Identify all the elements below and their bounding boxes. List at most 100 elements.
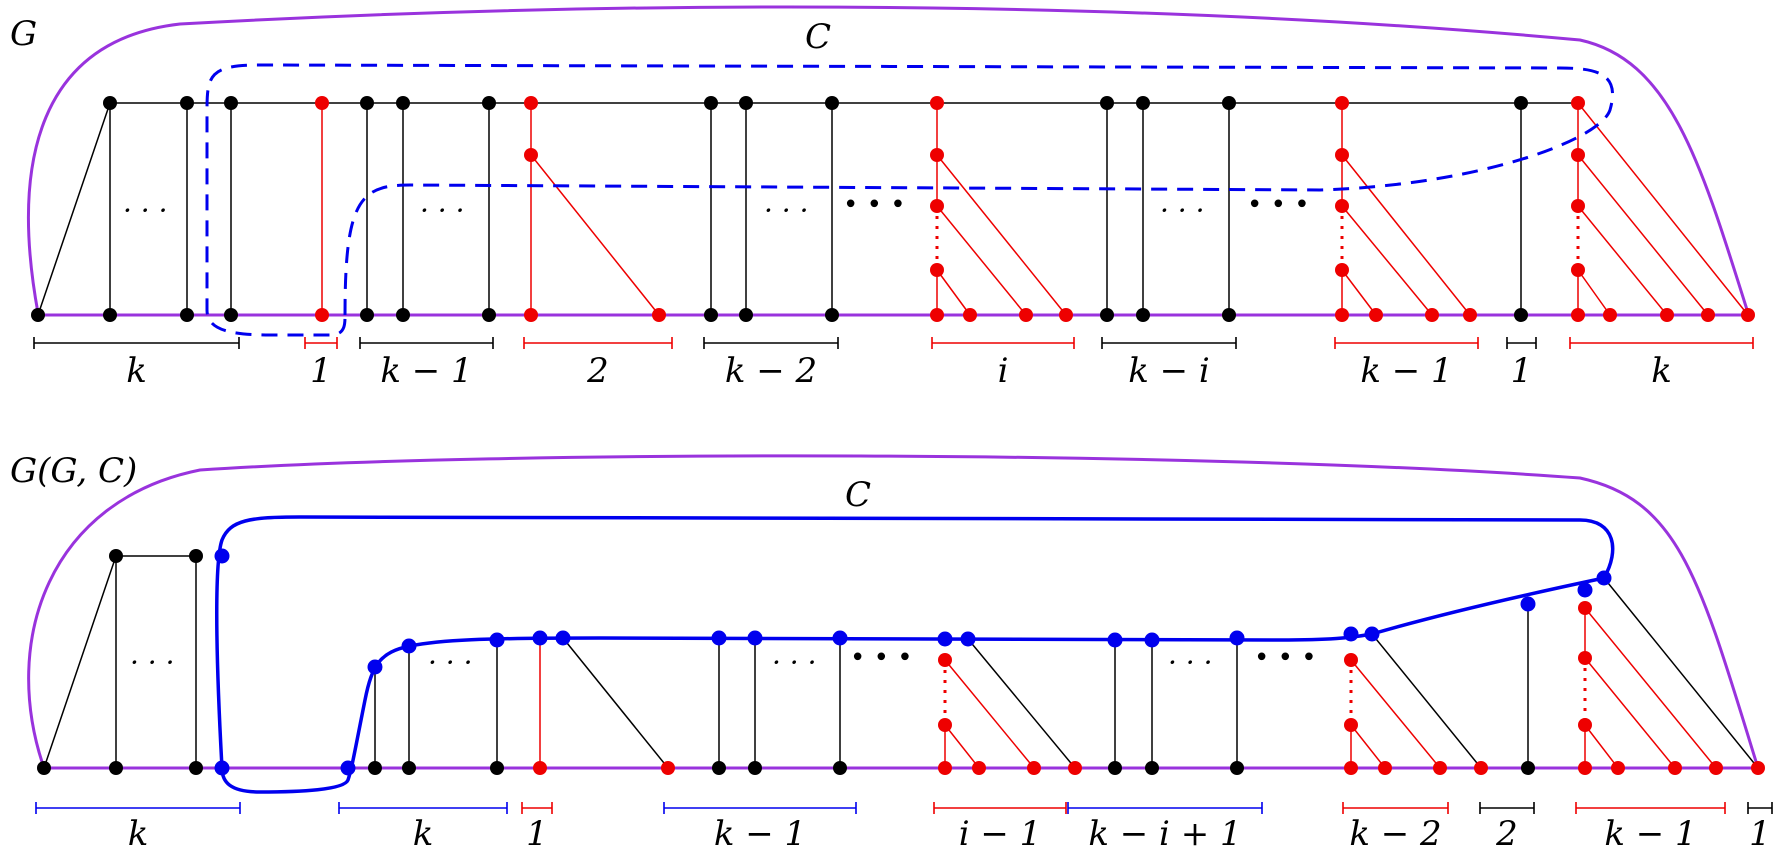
top-bracket-6: i (931, 337, 1075, 391)
bottom-bracket-line (1747, 802, 1773, 814)
top-graph-label: G (10, 14, 37, 54)
top-bracket-2: 1 (304, 337, 338, 391)
top-bracket-line (359, 337, 494, 349)
bottom-bracket-line (1479, 802, 1535, 814)
top-bracket-line (523, 337, 673, 349)
bottom-bracket-4: k − 1 (663, 802, 857, 854)
bottom-bracket-line (1342, 802, 1449, 814)
bottom-bracket-3: 1 (521, 802, 553, 854)
bottom-group-k (43, 555, 197, 769)
bottom-red-group-i-1 (943, 659, 1035, 769)
top-bracket-8: k − 1 (1334, 337, 1479, 391)
top-bracket-label: k − 2 (725, 351, 817, 391)
bottom-bracket-8: 2 (1479, 802, 1535, 854)
top-ellipsis-2: · · · (420, 194, 465, 227)
top-bracket-5: k − 2 (703, 337, 839, 391)
bottom-brackets: k k 1 k − 1 i − 1 k − i + 1 k − 2 2 k − 1 1 (35, 802, 1773, 854)
top-bracket-label: 1 (310, 351, 332, 391)
top-bracket-line (1506, 337, 1537, 349)
bottom-bracket-label: k − 1 (714, 814, 806, 854)
bottom-ellipsis-1: · · · (130, 646, 175, 679)
bottom-ellipsis-2: · · · (428, 646, 473, 679)
bottom-bracket-line (1067, 802, 1263, 814)
bottom-bracket-7: k − 2 (1342, 802, 1449, 854)
top-bracket-line (1334, 337, 1479, 349)
top-dots-2: • • • (1247, 190, 1310, 220)
bottom-bracket-line (933, 802, 1067, 814)
top-bracket-10: k (1569, 337, 1754, 391)
top-ellipsis-3: · · · (764, 194, 809, 227)
bottom-bracket-label: k − 1 (1604, 814, 1696, 854)
bottom-bracket-line (521, 802, 553, 814)
bottom-cycle-label: C (845, 475, 871, 515)
bottom-ellipsis-4: · · · (1168, 646, 1213, 679)
top-group-k-1 (366, 103, 490, 315)
bottom-group-k-i-1 (1114, 633, 1482, 769)
top-group-k (37, 102, 232, 316)
bottom-bracket-label: i − 1 (959, 814, 1042, 854)
top-bracket-line (931, 337, 1075, 349)
top-red-vertices (315, 96, 1755, 322)
bottom-bracket-label: k (413, 814, 434, 854)
top-bracket-label: k − 1 (1360, 351, 1452, 391)
top-red-group-i (935, 103, 1067, 316)
bottom-black-vertices (37, 549, 1535, 775)
top-bracket-1: k (33, 337, 240, 391)
bottom-graph-label: G(G, C) (10, 451, 137, 491)
bottom-group-k2 (374, 637, 669, 769)
bottom-red-vertices (533, 601, 1765, 775)
top-black-vertices (31, 96, 1528, 322)
top-bracket-label: k − i (1128, 351, 1210, 391)
top-cycle-c (205, 63, 1614, 337)
top-outer-boundary (27, 5, 1750, 314)
top-bracket-label: 2 (586, 351, 609, 391)
top-group-k-2 (710, 103, 833, 315)
bottom-bracket-line (1575, 802, 1726, 814)
top-bracket-line (703, 337, 839, 349)
bottom-dots-2: • • • (1254, 643, 1317, 673)
top-bracket-line (1569, 337, 1754, 349)
bottom-bracket-label: k − 2 (1349, 814, 1441, 854)
bottom-bracket-6: k − i + 1 (1067, 802, 1263, 854)
bottom-dots-1: • • • (850, 643, 913, 673)
top-group-k-i (1106, 103, 1230, 315)
top-cycle-label: C (805, 17, 831, 57)
bottom-panel: G(G, C) C · · · · · · · · · • • • (10, 451, 1773, 854)
bottom-bracket-5: i − 1 (933, 802, 1067, 854)
bottom-black-edge-2 (1603, 577, 1759, 769)
top-bracket-label: k (126, 351, 147, 391)
bottom-bracket-label: 1 (526, 814, 548, 854)
bottom-cycle-c (215, 515, 1615, 794)
bottom-bracket-label: k − i + 1 (1088, 814, 1241, 854)
bottom-bracket-line (35, 802, 241, 814)
top-brackets: k 1 k − 1 2 k − 2 i k − i k − 1 1 k (33, 337, 1754, 391)
top-red-group-k-1 (1340, 103, 1471, 316)
top-bracket-line (33, 337, 240, 349)
top-bracket-4: 2 (523, 337, 673, 391)
top-dots-1: • • • (843, 190, 906, 220)
bottom-red-group-k-1 (1583, 607, 1717, 769)
top-bracket-label: 1 (1511, 351, 1533, 391)
bottom-bracket-line (663, 802, 857, 814)
top-bracket-label: k (1651, 351, 1672, 391)
bottom-bracket-label: 2 (1495, 814, 1518, 854)
top-bracket-9: 1 (1506, 337, 1537, 391)
top-ellipsis-1: · · · (123, 194, 168, 227)
top-panel: G C · · · · · · · (10, 5, 1755, 391)
bottom-ellipsis-3: · · · (772, 646, 817, 679)
top-bracket-label: i (998, 351, 1009, 391)
bottom-bracket-1: k (35, 802, 241, 854)
top-bracket-7: k − i (1101, 337, 1237, 391)
bottom-bracket-10: 1 (1747, 802, 1773, 854)
top-red-group-2 (530, 103, 660, 316)
bottom-bracket-label: 1 (1749, 814, 1771, 854)
top-bracket-3: k − 1 (359, 337, 494, 391)
top-bracket-label: k − 1 (380, 351, 472, 391)
bottom-outer-boundary (27, 454, 1760, 769)
bottom-group-k-1 (718, 638, 1076, 769)
bottom-bracket-2: k (338, 802, 508, 854)
bottom-bracket-9: k − 1 (1575, 802, 1726, 854)
top-bracket-line (1101, 337, 1237, 349)
bottom-red-group-k-2 (1349, 659, 1441, 769)
